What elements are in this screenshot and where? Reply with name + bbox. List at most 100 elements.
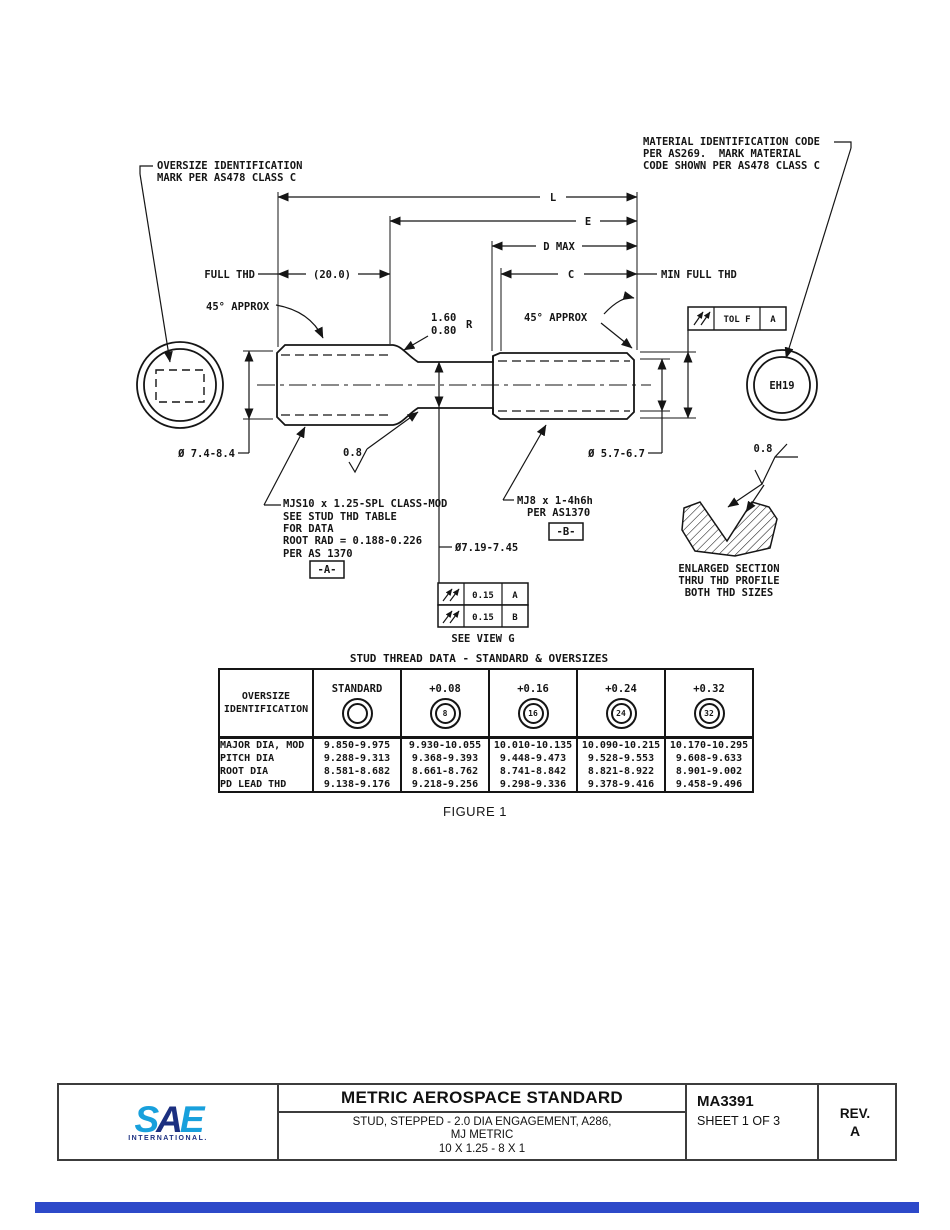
oversize-mark-icon [341,697,373,729]
enlarged-note-line2: THRU THD PROFILE [678,575,779,587]
column-label: +0.16 [517,682,549,695]
full-thd-label: FULL THD [204,269,255,281]
stud-body [257,344,651,426]
column-label: +0.24 [605,682,637,695]
sheet-number: SHEET 1 OF 3 [697,1114,781,1128]
oversize-callout-line2: MARK PER AS478 CLASS C [157,172,296,184]
tol-f-datum: A [770,315,776,325]
datum-a-label: -A- [318,564,337,576]
material-callout-line3: CODE SHOWN PER AS478 CLASS C [643,160,820,172]
column-header-p024: +0.24 24 [576,668,666,739]
oversize-mark-icon: 16 [517,697,549,729]
title-block: SAE INTERNATIONAL. METRIC AEROSPACE STAN… [57,1083,897,1161]
tol-f-label: TOL F [723,315,750,325]
column-header-standard: STANDARD [312,668,402,739]
chamfer-note-left: 45° APPROX [206,301,324,339]
oversize-mark-icon: 32 [693,697,725,729]
runout-icon [693,311,711,326]
finish-thread-value: 0.8 [754,443,773,455]
column-header-p016: +0.16 16 [488,668,578,739]
column-label: +0.32 [693,682,725,695]
see-view-label: SEE VIEW G [451,633,514,645]
rev-value: A [849,1122,861,1139]
left-end-view [136,341,224,429]
surface-finish-shank: 0.8 [343,411,419,474]
thread-note-left-line2: SEE STUD THD TABLE [283,511,397,523]
fillet-radius-note: 1.60 0.80 R [403,312,473,351]
angle-label-right: 45° APPROX [524,312,588,324]
values-p032: 10.170-10.295 9.608-9.633 8.901-9.002 9.… [664,736,754,793]
values-p016: 10.010-10.135 9.448-9.473 8.741-8.842 9.… [488,736,578,793]
thread-note-left-line5: PER AS 1370 [283,548,353,560]
revision-cell: REV. A [819,1085,891,1159]
material-callout-line1: MATERIAL IDENTIFICATION CODE [643,136,820,148]
oversize-callout-bracket [139,165,153,174]
dimension-dia-left: Ø 7.4-8.4 [177,350,254,460]
thread-profile-section [681,501,778,557]
angle-label-left: 45° APPROX [206,301,270,313]
logo-letter-a: A [156,1098,183,1140]
sae-logo: SAE INTERNATIONAL. [59,1085,279,1159]
values-p024: 10.090-10.215 9.528-9.553 8.821-8.922 9.… [576,736,666,793]
column-header-p032: +0.32 32 [664,668,754,739]
rev-label: REV. [839,1105,871,1121]
thread-note-right-line1: MJ8 x 1-4h6h [517,495,593,507]
datum-b-box [548,522,584,541]
dim-label-D-max: D MAX [543,241,575,253]
thread-note-left-line3: FOR DATA [283,523,334,535]
title-block-center: METRIC AEROSPACE STANDARD STUD, STEPPED … [279,1085,687,1159]
fcf-value-1: 0.15 [472,591,494,601]
surface-finish-icon [754,443,788,486]
column-label: +0.08 [429,682,461,695]
dim-label-C: C [568,269,574,281]
oversize-mark-zone [155,369,205,403]
values-standard: 9.850-9.975 9.288-9.313 8.581-8.682 9.13… [312,736,402,793]
oversize-callout-leader [139,173,173,363]
dim-label-E: E [585,216,591,228]
thread-note-left: MJS10 x 1.25-SPL CLASS-MOD SEE STUD THD … [263,426,447,579]
runout-icon [442,588,460,602]
logo-letter-s: S [134,1098,159,1140]
dia-shank-label: Ø7.19-7.45 [454,542,518,554]
dimension-20-0: FULL THD (20.0) [204,269,391,281]
material-code-view: EH19 [746,349,818,421]
surface-finish-icon [348,448,368,474]
dimension-dia-right: Ø 5.7-6.7 [587,358,667,460]
oversize-mark-icon: 24 [605,697,637,729]
dimension-C: C MIN FULL THD [500,269,737,281]
extension-lines [243,192,696,420]
column-label: STANDARD [331,682,383,695]
table-body-row: MAJOR DIA, MOD PITCH DIA ROOT DIA PD LEA… [218,736,754,793]
row-labels: MAJOR DIA, MOD PITCH DIA ROOT DIA PD LEA… [218,736,314,793]
dimension-dia-shank: Ø7.19-7.45 [434,361,518,583]
dim-label-20-0: (20.0) [313,269,351,281]
dimension-E: E [389,216,638,228]
fcf-stack: 0.15 A 0.15 B SEE VIEW G [437,582,529,645]
oversize-id-callout: OVERSIZE IDENTIFICATION MARK PER AS478 C… [139,160,302,363]
table-corner-header: OVERSIZE IDENTIFICATION [218,668,314,739]
enlarged-section: 0.8 ENLARGED SECTION THRU THD PROFILE BO… [678,443,798,599]
datum-b-label: -B- [557,526,576,538]
subtitle-line1: STUD, STEPPED - 2.0 DIA ENGAGEMENT, A286… [352,1115,612,1128]
column-header-p008: +0.08 8 [400,668,490,739]
thread-note-left-line4: ROOT RAD = 0.188-0.226 [283,535,422,547]
material-callout-line2: PER AS269. MARK MATERIAL [643,148,801,160]
fcf-datum-2: B [512,613,518,623]
thread-note-right-line2: PER AS1370 [527,507,590,519]
thread-note-right: MJ8 x 1-4h6h PER AS1370 -B- [502,424,593,541]
footer-bar [35,1202,919,1213]
chamfer-note-right: 45° APPROX [524,291,635,349]
thread-note-left-line1: MJS10 x 1.25-SPL CLASS-MOD [283,498,447,510]
radius-letter: R [466,319,473,331]
standard-heading: METRIC AEROSPACE STANDARD [279,1085,685,1113]
thread-data-table: OVERSIZE IDENTIFICATION STANDARD +0.08 8… [218,668,754,793]
material-code-label: EH19 [769,380,794,392]
runout-icon [442,610,460,624]
subtitle-line3: 10 X 1.25 - 8 X 1 [438,1142,526,1155]
logo-subtitle: INTERNATIONAL. [128,1134,208,1142]
thread-table-title: STUD THREAD DATA - STANDARD & OVERSIZES [349,652,609,665]
material-id-callout: MATERIAL IDENTIFICATION CODE PER AS269. … [643,136,852,359]
radius-value-2: 0.80 [431,325,456,337]
dia-left-label: Ø 7.4-8.4 [177,448,235,460]
